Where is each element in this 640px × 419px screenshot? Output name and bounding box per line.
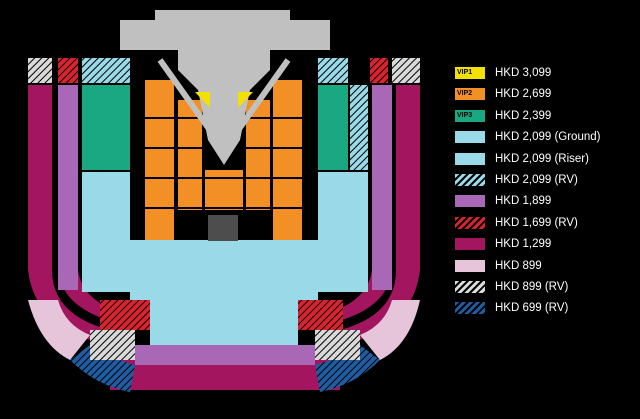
section-rv-699-left[interactable] <box>70 345 135 392</box>
section-outer-ring-right[interactable] <box>340 85 420 345</box>
legend-label: HKD 2,099 (Riser) <box>495 152 589 165</box>
legend-label: HKD 1,299 <box>495 238 552 251</box>
section-rv-899-bottom-left[interactable] <box>90 330 135 360</box>
legend-row: HKD 1,299 <box>455 237 637 251</box>
legend-row: HKD 2,099 (Ground) <box>455 130 637 144</box>
section-rv-1699-bottom-right[interactable] <box>298 300 343 330</box>
section-purple-left[interactable] <box>58 85 78 290</box>
section-purple-bottom[interactable] <box>135 345 315 365</box>
section-rv-1699-top-left[interactable] <box>58 58 78 83</box>
legend-row: VIP2 HKD 2,699 <box>455 87 637 101</box>
legend-row: VIP3 HKD 2,399 <box>455 109 637 123</box>
section-blue-bottom-center[interactable] <box>150 320 298 345</box>
legend-swatch: VIP1 <box>455 67 485 79</box>
legend-label: HKD 2,699 <box>495 88 552 101</box>
section-outer-ring[interactable] <box>28 85 110 345</box>
section-vip3-left[interactable] <box>82 85 130 170</box>
section-rv-899-top-left[interactable] <box>28 58 52 83</box>
section-rv-699-right[interactable] <box>315 345 380 392</box>
section-riser-left[interactable] <box>82 172 130 292</box>
legend-label: HKD 2,099 (Ground) <box>495 131 601 144</box>
legend-swatch: VIP2 <box>455 88 485 101</box>
legend-swatch: VIP3 <box>455 109 485 122</box>
section-pink-right[interactable] <box>360 300 420 360</box>
section-rv-1699-top-right[interactable] <box>370 58 388 83</box>
legend-label: HKD 3,099 <box>495 67 552 79</box>
legend-row: VIP1 HKD 3,099 <box>455 66 637 80</box>
section-rv-899-top-right[interactable] <box>392 58 420 83</box>
legend-swatch <box>455 131 485 144</box>
legend-row: HKD 899 <box>455 259 637 273</box>
legend-swatch <box>455 302 485 315</box>
legend-swatch <box>455 259 485 272</box>
section-ground[interactable] <box>130 240 318 300</box>
legend-row: HKD 899 (RV) <box>455 280 637 294</box>
stage <box>120 10 330 165</box>
legend-label: HKD 1,699 (RV) <box>495 216 578 229</box>
legend-label: HKD 899 (RV) <box>495 281 569 293</box>
legend-label: HKD 2,399 <box>495 109 552 122</box>
legend-swatch <box>455 195 485 208</box>
legend-row: HKD 1,899 <box>455 194 637 208</box>
section-pink-left[interactable] <box>28 300 90 360</box>
legend-row: HKD 1,699 (RV) <box>455 216 637 230</box>
legend-row: HKD 699 (RV) <box>455 301 637 315</box>
section-foh <box>208 215 238 241</box>
section-purple-right[interactable] <box>372 85 392 290</box>
section-rv-2099-top-right[interactable] <box>318 58 348 83</box>
stage-runway <box>157 58 291 156</box>
legend-swatch <box>455 152 485 165</box>
legend-swatch <box>455 281 485 293</box>
vip2-gridlines <box>145 80 302 240</box>
section-vip3-right[interactable] <box>318 85 348 170</box>
legend-swatch <box>455 238 485 251</box>
section-rv-899-bottom-right[interactable] <box>315 330 360 360</box>
legend-swatch <box>455 216 485 229</box>
section-rv-2099-top-left[interactable] <box>82 58 130 83</box>
section-rv-1699-bottom-left[interactable] <box>100 300 150 330</box>
legend-label: HKD 2,099 (RV) <box>495 174 578 186</box>
legend-swatch <box>455 174 485 186</box>
section-vip1-right[interactable] <box>238 92 253 108</box>
section-riser-right-hatch[interactable] <box>350 85 368 170</box>
legend-row: HKD 2,099 (RV) <box>455 173 637 187</box>
legend-label: HKD 1,899 <box>495 195 552 208</box>
legend-label: HKD 899 <box>495 259 542 272</box>
legend-label: HKD 699 (RV) <box>495 302 569 315</box>
legend-row: HKD 2,099 (Riser) <box>455 152 637 166</box>
section-vip1-left[interactable] <box>195 92 210 108</box>
section-riser-right[interactable] <box>318 172 368 292</box>
